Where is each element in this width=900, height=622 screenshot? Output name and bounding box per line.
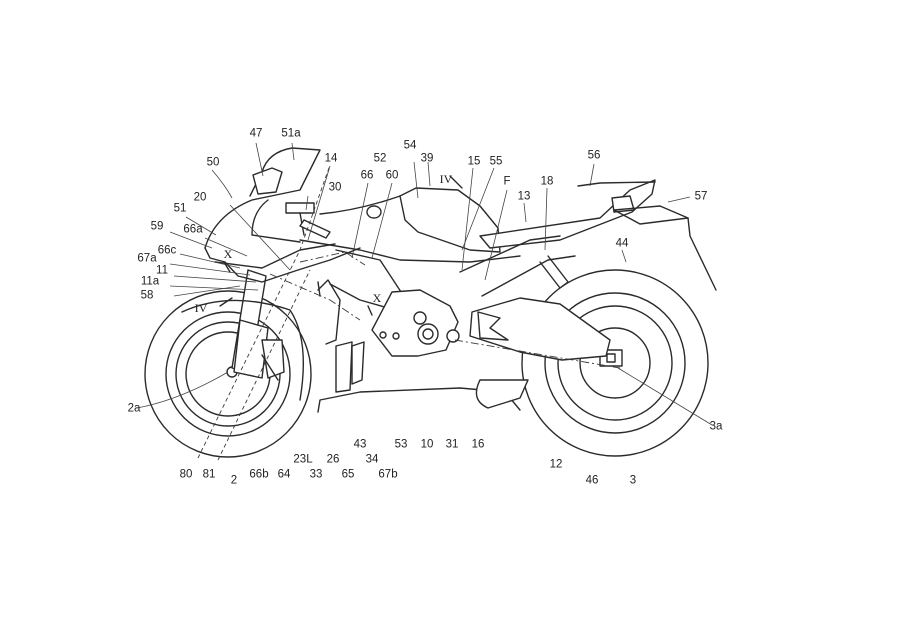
ref-label: 50	[206, 156, 220, 169]
reference-lines	[197, 164, 366, 461]
ref-label: 34	[365, 453, 379, 466]
ref-label: 56	[587, 149, 601, 162]
leader-lines	[136, 142, 713, 426]
ref-label: 65	[341, 468, 355, 481]
section-marker: IV	[439, 172, 453, 186]
ref-label: 55	[489, 155, 503, 168]
ref-label: 31	[445, 438, 459, 451]
ref-label: 53	[394, 438, 408, 451]
ref-label: F	[503, 175, 511, 188]
ref-label: 66c	[157, 244, 177, 257]
rear-frame	[459, 235, 576, 297]
ref-label: 47	[249, 127, 263, 140]
section-marker: IV	[194, 301, 208, 315]
ref-label: 43	[353, 438, 367, 451]
ref-label: 2a	[127, 402, 141, 415]
ref-label: 3	[629, 474, 637, 487]
ref-label: 11	[156, 264, 168, 277]
ref-label: 46	[585, 474, 599, 487]
ref-label: 54	[403, 139, 417, 152]
ref-label: 44	[615, 237, 629, 250]
engine	[371, 289, 460, 357]
front-cowl	[204, 147, 361, 283]
ref-label: 58	[140, 289, 154, 302]
ref-label: 16	[471, 438, 485, 451]
ref-label: 66a	[183, 223, 203, 236]
section-arrows	[219, 175, 463, 316]
ref-label: 52	[373, 152, 387, 165]
seat-tail	[479, 179, 717, 291]
ref-label: 51a	[281, 127, 301, 140]
ref-label: 20	[193, 191, 207, 204]
ref-label: 51	[173, 202, 187, 215]
ref-label: 66	[360, 169, 374, 182]
rear-wheel	[521, 269, 709, 457]
section-marker: X	[223, 247, 233, 261]
ref-label: 11a	[140, 275, 160, 288]
handlebar	[285, 202, 331, 239]
ref-label: 23L	[293, 453, 313, 466]
ref-label: 59	[150, 220, 164, 233]
front-fender	[181, 299, 304, 401]
under-cowl	[317, 341, 529, 413]
front-fork	[231, 269, 285, 381]
ref-label: 10	[420, 438, 434, 451]
ref-label: 81	[202, 468, 216, 481]
ref-label: 33	[309, 468, 323, 481]
ref-label: 60	[385, 169, 399, 182]
ref-label: 3a	[709, 420, 723, 433]
swing-arm	[454, 297, 621, 369]
ref-label: 15	[467, 155, 481, 168]
ref-label: 64	[277, 468, 291, 481]
ref-label: 67a	[137, 252, 157, 265]
ref-label: 13	[517, 190, 531, 203]
front-wheel	[144, 290, 312, 458]
ref-label: 18	[540, 175, 554, 188]
ref-label: 39	[420, 152, 434, 165]
ref-label: 80	[179, 468, 193, 481]
radiator	[317, 279, 341, 345]
ref-label: 14	[324, 152, 338, 165]
ref-label: 26	[326, 453, 340, 466]
ref-label: 30	[328, 181, 342, 194]
section-marker: X	[372, 291, 382, 305]
ref-label: 57	[694, 190, 708, 203]
ref-label: 12	[549, 458, 563, 471]
ref-label: 67b	[378, 468, 398, 481]
ref-label: 66b	[249, 468, 269, 481]
ref-label: 2	[230, 474, 238, 487]
